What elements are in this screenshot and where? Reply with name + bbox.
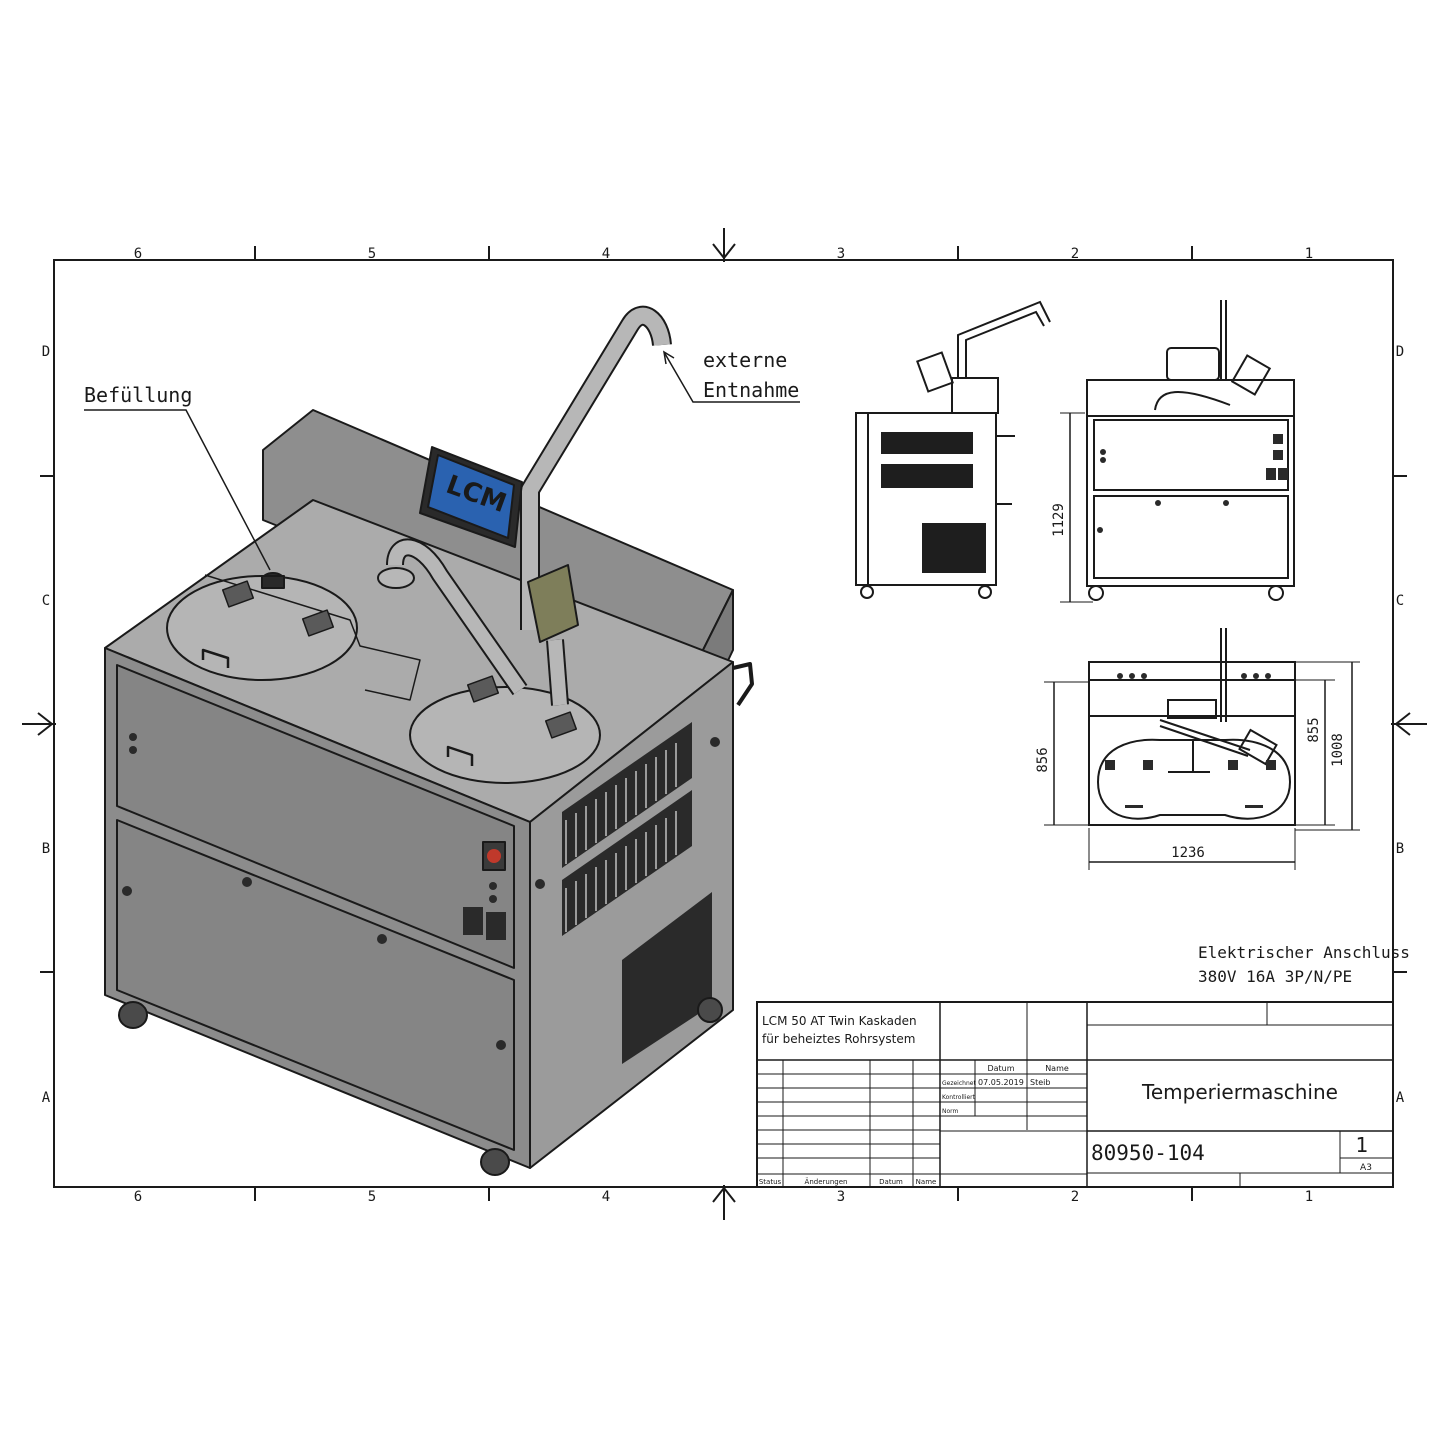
sheet-number: 1	[1356, 1133, 1369, 1157]
dimension-855: 855	[1306, 717, 1322, 742]
row-label: B	[42, 841, 50, 857]
column-labels-top: 6 5 4 3 2 1	[134, 246, 1313, 262]
row-label: C	[1396, 593, 1404, 609]
caster-wheels	[118, 997, 723, 1176]
gezeichnet-label: Gezeichnet	[942, 1080, 976, 1087]
description-line1: LCM 50 AT Twin Kaskaden	[762, 1014, 917, 1028]
electrical-line2: 380V 16A 3P/N/PE	[1198, 967, 1352, 986]
dimension-1129: 1129	[1051, 503, 1067, 537]
gezeichnet-name: Steib	[1030, 1078, 1050, 1087]
row-labels-left: D C B A	[42, 344, 51, 1106]
electrical-note: Elektrischer Anschluss 380V 16A 3P/N/PE	[1198, 943, 1410, 986]
datum-header: Datum	[987, 1064, 1014, 1073]
row-label: D	[42, 344, 50, 360]
column-labels-bottom: 6 5 4 3 2 1	[134, 1189, 1313, 1205]
pump-unit	[527, 564, 579, 643]
dimension-1008: 1008	[1330, 733, 1346, 767]
side-panel	[529, 661, 734, 1169]
front-view	[1086, 300, 1295, 601]
gezeichnet-date: 07.05.2019	[978, 1078, 1024, 1087]
column-label: 3	[837, 246, 845, 262]
column-label: 4	[602, 1189, 610, 1205]
status-header: Status	[759, 1178, 782, 1186]
rev-name-header: Name	[916, 1178, 937, 1186]
column-label: 3	[837, 1189, 845, 1205]
dimension-width: 1236	[1088, 828, 1296, 870]
row-label: A	[42, 1090, 51, 1106]
befuellung-label: Befüllung	[84, 383, 192, 407]
row-label: A	[1396, 1090, 1405, 1106]
row-label: B	[1396, 841, 1404, 857]
rev-datum-header: Datum	[879, 1178, 903, 1186]
tank-lid-right	[409, 686, 601, 784]
side-view	[855, 300, 1051, 599]
annotation-externe-entnahme: externe Entnahme	[662, 348, 800, 403]
dimension-depth-inner: 855	[1295, 679, 1335, 826]
dimension-height: 1129	[1051, 412, 1093, 603]
column-label: 6	[134, 1189, 142, 1205]
row-label: D	[1396, 344, 1404, 360]
dimension-856: 856	[1035, 747, 1051, 772]
side-handle	[732, 662, 754, 707]
column-label: 1	[1305, 1189, 1313, 1205]
title-block-text: LCM 50 AT Twin Kaskaden für beheiztes Ro…	[759, 1014, 1372, 1186]
description-line2: für beheiztes Rohrsystem	[762, 1032, 915, 1046]
main-switch	[482, 841, 506, 871]
sheet-format: A3	[1360, 1163, 1372, 1173]
top-view	[1088, 628, 1296, 826]
kontrolliert-label: Kontrolliert	[942, 1094, 976, 1101]
norm-label: Norm	[942, 1108, 959, 1115]
dimension-depth-outer: 1008	[1295, 661, 1360, 831]
column-label: 1	[1305, 246, 1313, 262]
entnahme-label: Entnahme	[703, 378, 799, 402]
column-label: 2	[1071, 246, 1079, 262]
column-label: 2	[1071, 1189, 1079, 1205]
externe-label: externe	[703, 348, 787, 372]
annotation-befuellung: Befüllung	[84, 383, 271, 571]
aenderungen-header: Änderungen	[805, 1177, 848, 1186]
drawing-number: 80950-104	[1091, 1141, 1205, 1165]
column-label: 5	[368, 246, 376, 262]
electrical-line1: Elektrischer Anschluss	[1198, 943, 1410, 962]
column-label: 6	[134, 246, 142, 262]
drawing-frame	[22, 228, 1427, 1220]
drawing-title: Temperiermaschine	[1141, 1080, 1338, 1104]
column-label: 4	[602, 246, 610, 262]
isometric-machine-view: LCM	[104, 305, 754, 1176]
dimension-depth-left: 856	[1035, 681, 1088, 826]
row-label: C	[42, 593, 50, 609]
dimension-1236: 1236	[1171, 845, 1205, 861]
title-block	[756, 1001, 1394, 1188]
column-label: 5	[368, 1189, 376, 1205]
row-labels-right: D C B A	[1396, 344, 1405, 1106]
name-header: Name	[1045, 1064, 1069, 1073]
